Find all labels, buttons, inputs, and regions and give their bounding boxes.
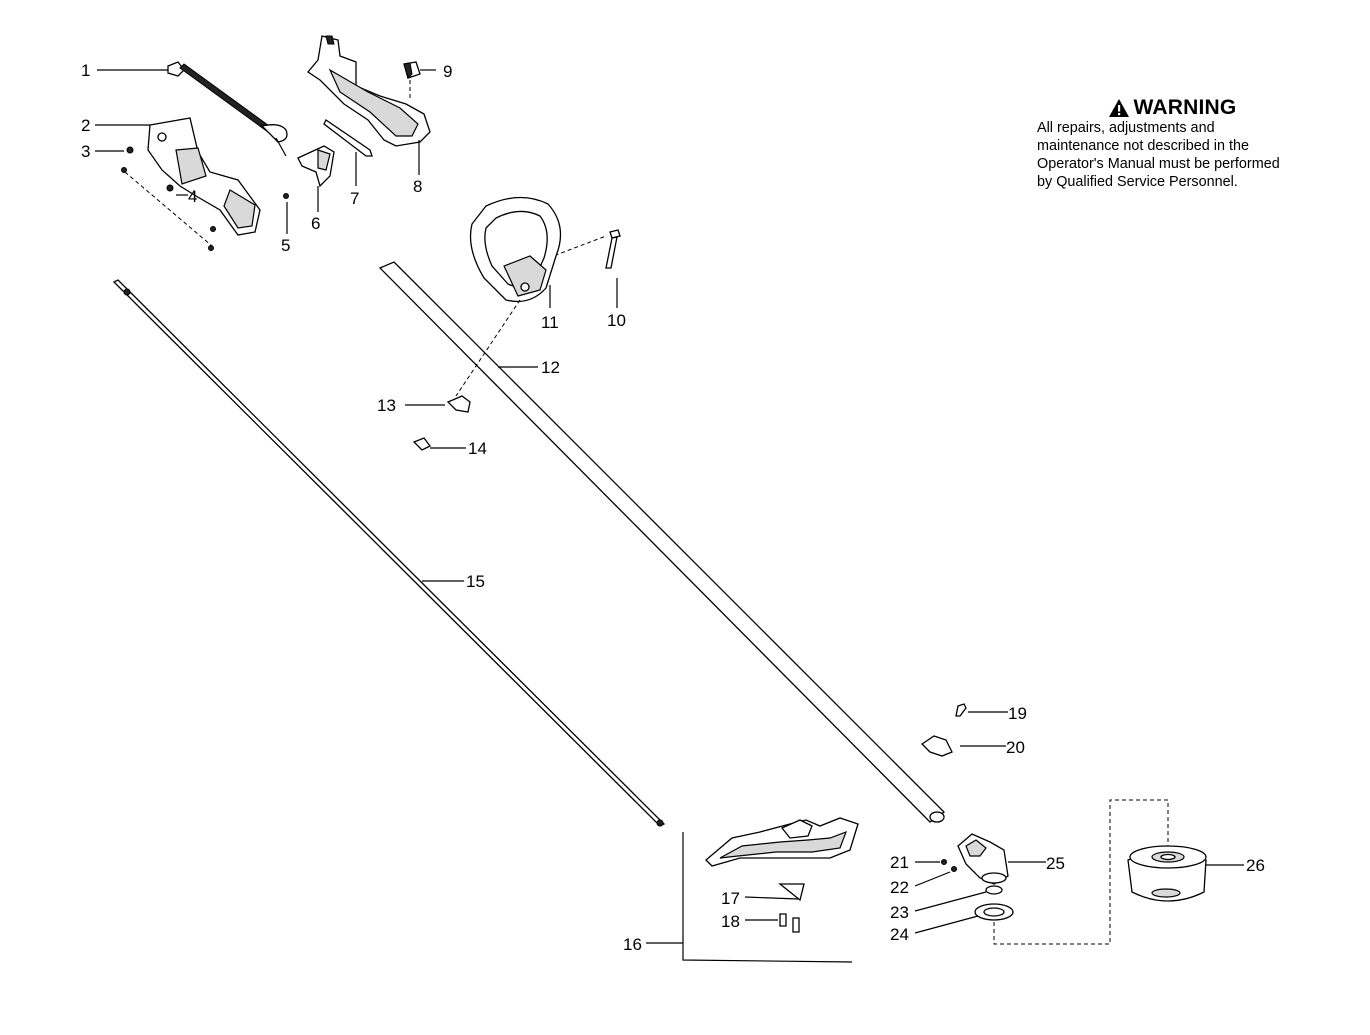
callout-3: 3 <box>81 142 90 161</box>
warning-text: All repairs, adjustments and maintenance… <box>1037 120 1280 190</box>
callout-10: 10 <box>607 311 626 330</box>
warning-title: WARNING <box>1133 96 1237 119</box>
callout-8: 8 <box>413 177 422 196</box>
callout-9: 9 <box>443 62 452 81</box>
part-7-lockout-lever <box>323 119 373 186</box>
part-26-trimmer-head <box>1127 845 1244 902</box>
part-24-washer <box>914 799 1169 945</box>
callout-5: 5 <box>281 236 290 255</box>
part-17-line-cutter <box>744 883 805 902</box>
part-4-screw <box>166 184 188 196</box>
part-11-loop-handle <box>469 196 562 308</box>
callout-22: 22 <box>890 878 909 897</box>
part-14-knob <box>412 437 466 451</box>
part-15-drive-shaft <box>112 279 666 827</box>
part-3-screw <box>95 146 216 251</box>
part-21-screw <box>915 859 947 865</box>
callout-25: 25 <box>1046 854 1065 873</box>
callout-20: 20 <box>1006 738 1025 757</box>
part-13-handle-clamp <box>405 299 521 413</box>
callout-26: 26 <box>1246 856 1265 875</box>
part-5-screw <box>283 193 289 234</box>
part-25-gearhead <box>957 833 1046 885</box>
callout-6: 6 <box>311 214 320 233</box>
callout-13: 13 <box>377 396 396 415</box>
callout-4: 4 <box>188 187 197 206</box>
part-18-screws <box>745 913 800 933</box>
part-16-guard-assembly <box>646 817 859 963</box>
callout-23: 23 <box>890 903 909 922</box>
part-6-throttle-trigger <box>297 145 335 212</box>
part-22-screw <box>914 866 957 887</box>
callout-18: 18 <box>721 912 740 931</box>
callout-11: 11 <box>541 313 559 332</box>
part-2-handle-housing <box>95 117 261 236</box>
part-1-throttle-cable <box>97 61 288 157</box>
callout-2: 2 <box>81 116 90 135</box>
part-8-handle-half <box>307 35 431 175</box>
warning-triangle-icon <box>1108 99 1129 117</box>
warning-heading: WARNING <box>1037 96 1287 120</box>
part-10-bolt <box>547 229 621 308</box>
callout-labels: 1 2 3 4 5 6 7 8 9 10 11 12 13 14 15 16 1… <box>81 61 1265 954</box>
callout-1: 1 <box>81 61 90 80</box>
warning-notice: WARNING All repairs, adjustments and mai… <box>1037 96 1287 191</box>
callout-15: 15 <box>466 572 485 591</box>
callout-19: 19 <box>1008 704 1027 723</box>
callout-14: 14 <box>468 439 487 458</box>
callout-21: 21 <box>890 853 909 872</box>
callout-16: 16 <box>623 935 642 954</box>
callout-7: 7 <box>350 189 359 208</box>
part-20-clamp <box>920 735 1006 757</box>
part-12-shaft-tube <box>378 261 946 823</box>
callout-24: 24 <box>890 925 909 944</box>
callout-12: 12 <box>541 358 560 377</box>
callout-17: 17 <box>721 889 740 908</box>
part-9-nut <box>403 61 436 100</box>
part-23-washer <box>914 885 1003 912</box>
part-19-screw <box>955 703 1008 717</box>
